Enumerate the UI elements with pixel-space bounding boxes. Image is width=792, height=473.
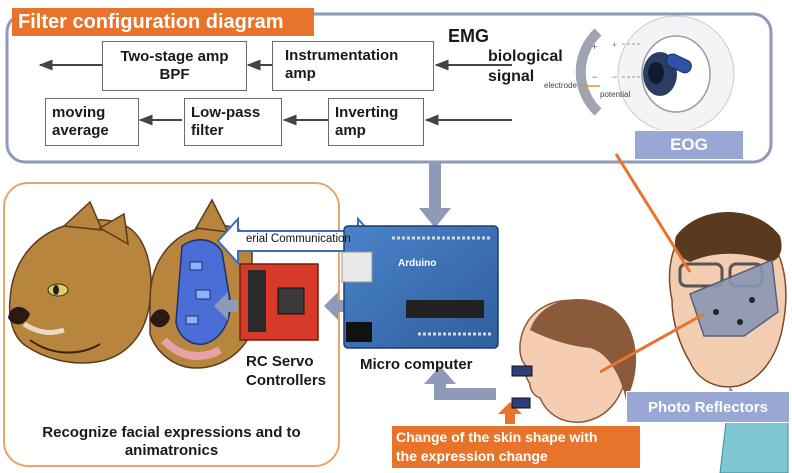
recognize-line1: Recognize facial expressions and to [42, 424, 301, 441]
two-stage-amp-bpf-box: Two-stage amp BPF [102, 41, 247, 91]
rc-servo-label: RC Servo Controllers [246, 352, 326, 390]
skin-change-line1: Change of the skin shape with [396, 429, 598, 445]
svg-text:−: − [592, 72, 597, 82]
servo-controller-board [239, 263, 319, 341]
micro-computer-label: Micro computer [360, 356, 473, 373]
inverting-amp-box: Inverting amp [328, 98, 424, 146]
low-pass-filter-line2: filter [191, 122, 224, 139]
rc-servo-line1: RC Servo [246, 353, 314, 370]
low-pass-filter-line1: Low-pass [191, 104, 261, 121]
arrow-skin-change-to-face [498, 402, 522, 424]
electrode-label: electrode [544, 81, 577, 90]
arduino-label: Arduino [398, 258, 437, 269]
instrumentation-amp-line2: amp [285, 65, 316, 82]
eog-connector-line [614, 153, 692, 273]
low-pass-filter-box: Low-pass filter [184, 98, 282, 146]
photo-reflectors-badge: Photo Reflectors [626, 391, 790, 423]
emg-label: EMG [448, 26, 490, 46]
filter-panel-title-text: Filter configuration diagram [18, 11, 284, 33]
photo-reflectors-label: Photo Reflectors [647, 398, 768, 416]
skin-change-line2: the expression change [396, 448, 548, 464]
svg-text:+: + [612, 40, 617, 50]
rc-servo-line2: Controllers [246, 372, 327, 389]
arrow-servo-to-head [214, 292, 238, 320]
moving-average-box: moving average [45, 98, 139, 146]
two-stage-amp-line2: BPF [159, 66, 190, 83]
inverting-amp-line1: Inverting [335, 104, 399, 121]
svg-text:+: + [592, 42, 597, 52]
inverting-amp-line2: amp [335, 122, 366, 139]
eog-badge: EOG [634, 130, 744, 160]
eye-electrode-illustration: + − + − [575, 15, 735, 133]
man-face-illustration [668, 212, 789, 473]
svg-text:−: − [612, 72, 617, 82]
instrumentation-amp-box: Instrumentation amp [272, 41, 434, 91]
skin-change-box: Change of the skin shape with the expres… [392, 426, 640, 468]
potential-label: potential [600, 90, 631, 99]
cat-head-illustration [8, 200, 152, 364]
arduino-board [341, 225, 499, 349]
arrow-sensor-to-arduino [424, 366, 496, 400]
two-stage-amp-line1: Two-stage amp [120, 48, 229, 65]
serial-comm-label: erial Communication [246, 233, 351, 245]
biological-signal-label: biological signal [488, 47, 563, 87]
instrumentation-amp-line1: Instrumentation [285, 47, 399, 64]
photo-reflector-connector-line [599, 312, 705, 374]
moving-average-line2: average [52, 122, 109, 139]
arrow-filter-to-arduino [419, 162, 451, 228]
filter-panel-title: Filter configuration diagram [12, 8, 314, 36]
moving-average-line1: moving [52, 104, 106, 121]
biological-signal-line1: biological [488, 48, 563, 65]
recognize-line2: animatronics [124, 442, 219, 459]
biological-signal-line2: signal [488, 68, 535, 85]
eog-label: EOG [670, 135, 708, 154]
woman-face-illustration [511, 299, 637, 423]
recognize-label: Recognize facial expressions and to anim… [4, 424, 339, 460]
arrow-arduino-to-servo [324, 292, 348, 320]
